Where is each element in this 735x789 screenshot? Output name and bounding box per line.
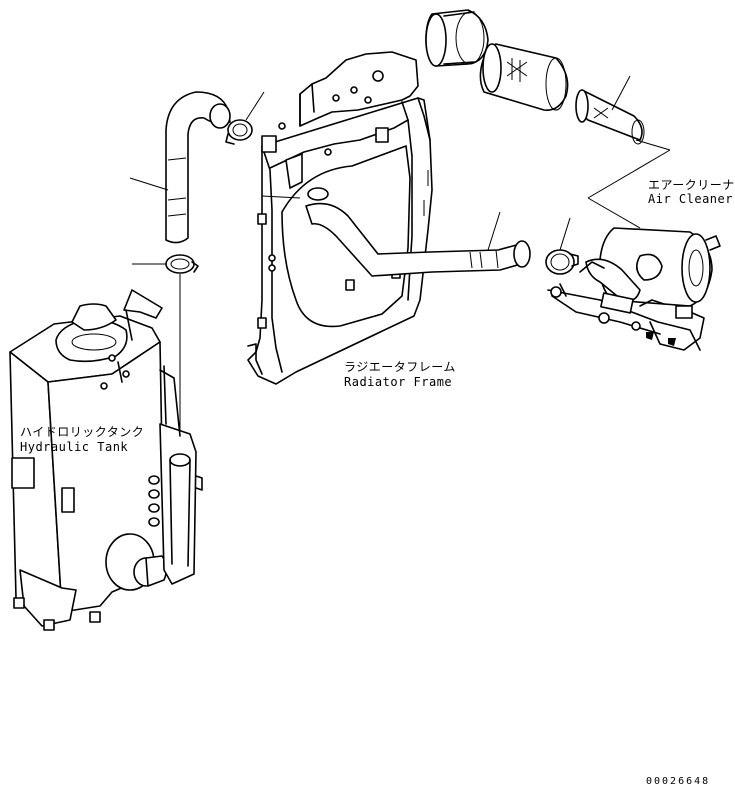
upper-hose	[129, 91, 231, 244]
air-intake-pipe	[305, 202, 531, 277]
hose-clamp-right	[545, 217, 579, 275]
hose-clamp-upper	[225, 91, 265, 145]
hydraulic-tank	[9, 289, 168, 631]
callout-leader-air-cleaner-c	[587, 197, 641, 229]
callout-leader-intake-pipe	[487, 211, 501, 251]
radiator-frame	[247, 51, 433, 385]
radiator-frame-label-en: Radiator Frame	[344, 375, 453, 389]
inner-filter-element	[575, 89, 645, 145]
air-cleaner-label-jp: エアークリーナ	[648, 178, 735, 192]
air-cleaner-cap	[425, 9, 489, 67]
callout-leader-inner-filter	[611, 75, 631, 111]
callout-leader-radiator-frame	[261, 195, 301, 199]
callout-leader-air-cleaner	[635, 139, 671, 151]
air-cleaner-label-en: Air Cleaner	[648, 192, 733, 206]
callout-leader-clamp-right	[559, 217, 571, 251]
hydraulic-tank-label-jp: ハイドロリックタンク	[20, 425, 145, 439]
hose-clamp-lower	[132, 254, 199, 440]
hydraulic-tank-label-en: Hydraulic Tank	[20, 440, 129, 454]
outer-filter-element	[479, 43, 569, 112]
callout-leader-upper-hose	[129, 177, 169, 191]
radiator-frame-label-jp: ラジエータフレーム	[344, 360, 456, 374]
callout-leader-clamp-upper	[245, 91, 265, 121]
callout-leader-air-cleaner-b	[587, 149, 671, 199]
tank-return-pipe	[159, 365, 203, 585]
air-cleaner-assembly	[547, 227, 721, 351]
drawing-reference-number: 00026648	[646, 776, 711, 787]
